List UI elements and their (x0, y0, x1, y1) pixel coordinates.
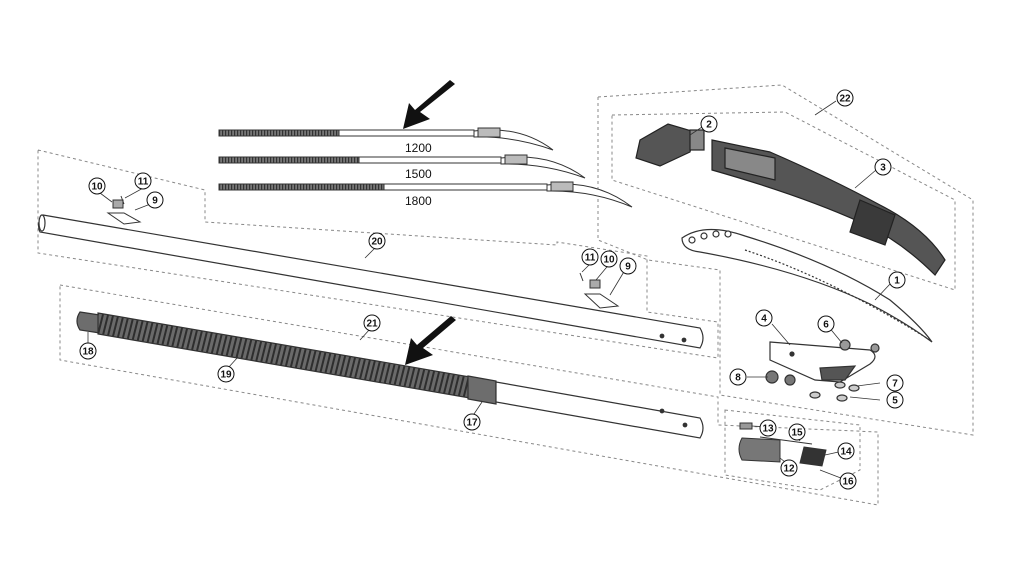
callout-2: 2 (700, 115, 718, 133)
callout-11-left: 11 (134, 172, 152, 190)
callout-21: 21 (363, 314, 381, 332)
callout-11-right: 11 (581, 248, 599, 266)
svg-text:9: 9 (152, 196, 158, 207)
svg-text:10: 10 (91, 182, 103, 193)
callout-6: 6 (817, 315, 835, 333)
svg-text:17: 17 (466, 418, 478, 429)
svg-text:3: 3 (880, 163, 886, 174)
callout-16: 16 (839, 472, 857, 490)
svg-text:22: 22 (839, 94, 851, 105)
svg-text:6: 6 (823, 320, 829, 331)
pole-21 (76, 311, 704, 439)
svg-text:13: 13 (762, 424, 774, 435)
model-1200 (218, 127, 554, 151)
clamp-group-16 (738, 422, 827, 467)
callout-9-right: 9 (619, 257, 637, 275)
model-label-1500: 1500 (405, 167, 432, 181)
svg-text:5: 5 (892, 396, 898, 407)
callout-13: 13 (759, 419, 777, 437)
svg-text:12: 12 (783, 464, 795, 475)
svg-text:15: 15 (791, 428, 803, 439)
svg-text:4: 4 (761, 314, 767, 325)
callout-17: 17 (463, 413, 481, 431)
group-outlines (37, 84, 974, 506)
callout-3: 3 (874, 158, 892, 176)
svg-text:9: 9 (625, 262, 631, 273)
hook-assembly-right (579, 272, 620, 309)
blade-holder-4 (765, 339, 880, 402)
callout-12: 12 (780, 459, 798, 477)
outline-saw-case (611, 111, 956, 291)
svg-text:14: 14 (840, 447, 852, 458)
svg-text:16: 16 (842, 477, 854, 488)
callout-14: 14 (837, 442, 855, 460)
pointer-arrow-bottom (405, 316, 456, 365)
callout-18: 18 (79, 342, 97, 360)
callout-15: 15 (788, 423, 806, 441)
pointer-arrow-top (403, 80, 455, 129)
callout-22: 22 (836, 89, 854, 107)
model-label-1800: 1800 (405, 194, 432, 208)
callout-8: 8 (729, 368, 747, 386)
leader-lines (87, 100, 891, 481)
model-1800 (218, 181, 633, 208)
svg-text:18: 18 (82, 347, 94, 358)
pole-20 (37, 214, 704, 349)
model-label-1200: 1200 (405, 141, 432, 155)
model-1500 (218, 154, 586, 179)
hook-assembly-left (106, 195, 142, 225)
outline-pole-20 (37, 149, 719, 359)
svg-text:11: 11 (585, 253, 596, 264)
outline-pole-21 (59, 284, 879, 506)
saw-case-3 (711, 139, 946, 276)
svg-text:19: 19 (220, 370, 232, 381)
svg-text:10: 10 (603, 255, 615, 266)
callout-5: 5 (886, 391, 904, 409)
callout-10-left: 10 (88, 177, 106, 195)
outline-clamp-16 (724, 409, 861, 491)
callout-4: 4 (755, 309, 773, 327)
callout-9-left: 9 (146, 191, 164, 209)
svg-text:1: 1 (894, 276, 900, 287)
svg-text:8: 8 (735, 373, 741, 384)
svg-text:20: 20 (371, 237, 383, 248)
callout-19: 19 (217, 365, 235, 383)
callout-1: 1 (888, 271, 906, 289)
callout-10-right: 10 (600, 250, 618, 268)
saw-blade-1 (681, 228, 933, 343)
outline-saw-group (597, 84, 974, 436)
svg-text:11: 11 (138, 177, 149, 188)
svg-text:21: 21 (366, 319, 378, 330)
callout-20: 20 (368, 232, 386, 250)
svg-text:2: 2 (706, 120, 712, 131)
buckle-2 (635, 123, 705, 167)
model-variants: 1200 1500 1800 (218, 127, 633, 208)
callout-7: 7 (886, 374, 904, 392)
callouts: 22 2 3 1 4 6 8 7 5 20 21 10 11 9 11 10 9… (79, 89, 906, 490)
svg-text:7: 7 (892, 379, 898, 390)
